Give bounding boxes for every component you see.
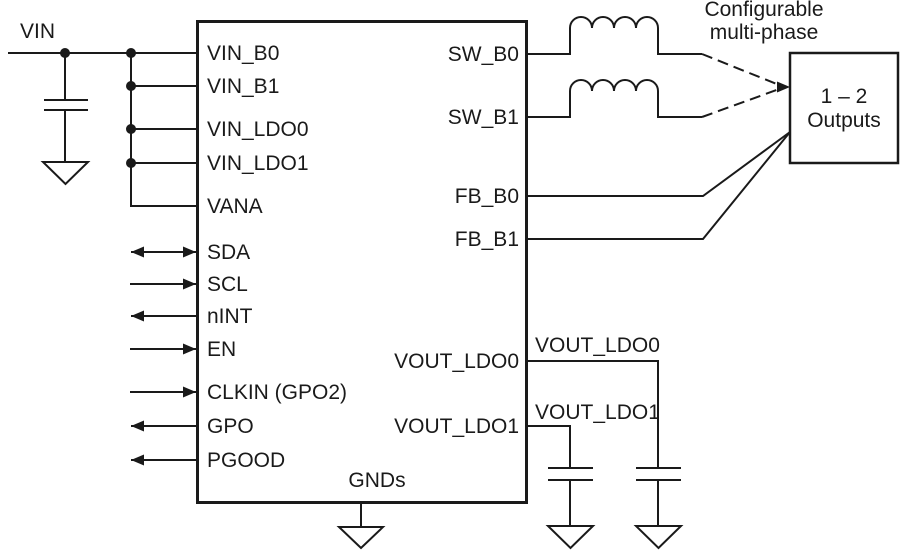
- pin-label-vin-ldo0: VIN_LDO0: [207, 118, 309, 141]
- control-signal-arrows: [130, 246, 196, 466]
- pin-label-fb-b0: FB_B0: [455, 185, 519, 208]
- pin-label-vana: VANA: [207, 195, 263, 218]
- vout-ldo1-wire: [527, 425, 571, 468]
- pin-label-vin-b1: VIN_B1: [207, 75, 279, 98]
- ground-symbol: [40, 161, 91, 186]
- sw-b1-dashed-link: [701, 88, 779, 118]
- outputs-box: 1 – 2 Outputs: [788, 51, 900, 165]
- vin-input-net: VIN: [8, 20, 197, 58]
- pin-label-fb-b1: FB_B1: [455, 228, 519, 251]
- buck-phase0-net: [527, 16, 779, 86]
- ic-left-pin-labels: VIN_B0 VIN_B1 VIN_LDO0 VIN_LDO1 VANA SDA…: [207, 42, 347, 472]
- junction-dot: [126, 81, 136, 91]
- vout-ldo0-wire: [527, 360, 659, 468]
- vout-ldo0-net: VOUT_LDO0: [527, 334, 684, 550]
- pin-label-vin-b0: VIN_B0: [207, 42, 279, 65]
- multiphase-note-line2: multi-phase: [710, 21, 819, 44]
- junction-dot: [126, 158, 136, 168]
- pin-label-nint: nINT: [207, 305, 253, 328]
- vout-ldo0-net-label: VOUT_LDO0: [535, 334, 660, 357]
- vin-net-label: VIN: [20, 20, 55, 43]
- bus-wire: [130, 53, 197, 207]
- ground-symbol: [545, 525, 596, 550]
- pin-label-en: EN: [207, 338, 236, 361]
- ic-ground: GNDs: [336, 469, 406, 550]
- vout-ldo1-net-label: VOUT_LDO1: [535, 401, 660, 424]
- pin-label-gpo: GPO: [207, 415, 254, 438]
- pin-label-sw-b0: SW_B0: [448, 43, 519, 66]
- pin-label-vout-ldo0: VOUT_LDO0: [394, 350, 519, 373]
- sw-b0-dashed-link: [701, 53, 779, 86]
- outputs-box-frame: [788, 51, 900, 165]
- pin-label-clkin: CLKIN (GPO2): [207, 381, 347, 404]
- sw-b1-inductor: [527, 79, 702, 118]
- feedback-nets: [527, 131, 791, 240]
- vin-bus: [126, 53, 197, 207]
- junction-dot: [126, 124, 136, 134]
- ground-symbol: [633, 525, 684, 550]
- pin-label-vout-ldo1: VOUT_LDO1: [394, 415, 519, 438]
- pin-label-scl: SCL: [207, 273, 248, 296]
- vout-ldo1-net: VOUT_LDO1: [527, 401, 660, 550]
- sw-b0-inductor: [527, 16, 702, 55]
- multiphase-arrow-head: [777, 81, 790, 93]
- outputs-box-line1: 1 – 2: [821, 85, 868, 108]
- buck-phase1-net: [527, 79, 790, 118]
- pin-label-sda: SDA: [207, 241, 250, 264]
- ic-block: [196, 20, 528, 504]
- outputs-box-line2: Outputs: [807, 109, 881, 132]
- ic-right-pin-labels: SW_B0 SW_B1 FB_B0 FB_B1 VOUT_LDO0 VOUT_L…: [394, 43, 519, 438]
- pin-label-sw-b1: SW_B1: [448, 106, 519, 129]
- vin-input-capacitor: [40, 53, 91, 186]
- multiphase-annotation: Configurable multi-phase: [704, 0, 823, 44]
- pin-label-gnds: GNDs: [348, 469, 405, 492]
- ground-symbol: [336, 526, 386, 550]
- pin-label-pgood: PGOOD: [207, 449, 285, 472]
- multiphase-note-line1: Configurable: [704, 0, 823, 21]
- pin-label-vin-ldo1: VIN_LDO1: [207, 152, 309, 175]
- fb-b1-wire: [527, 131, 791, 240]
- fb-b0-wire: [527, 131, 791, 197]
